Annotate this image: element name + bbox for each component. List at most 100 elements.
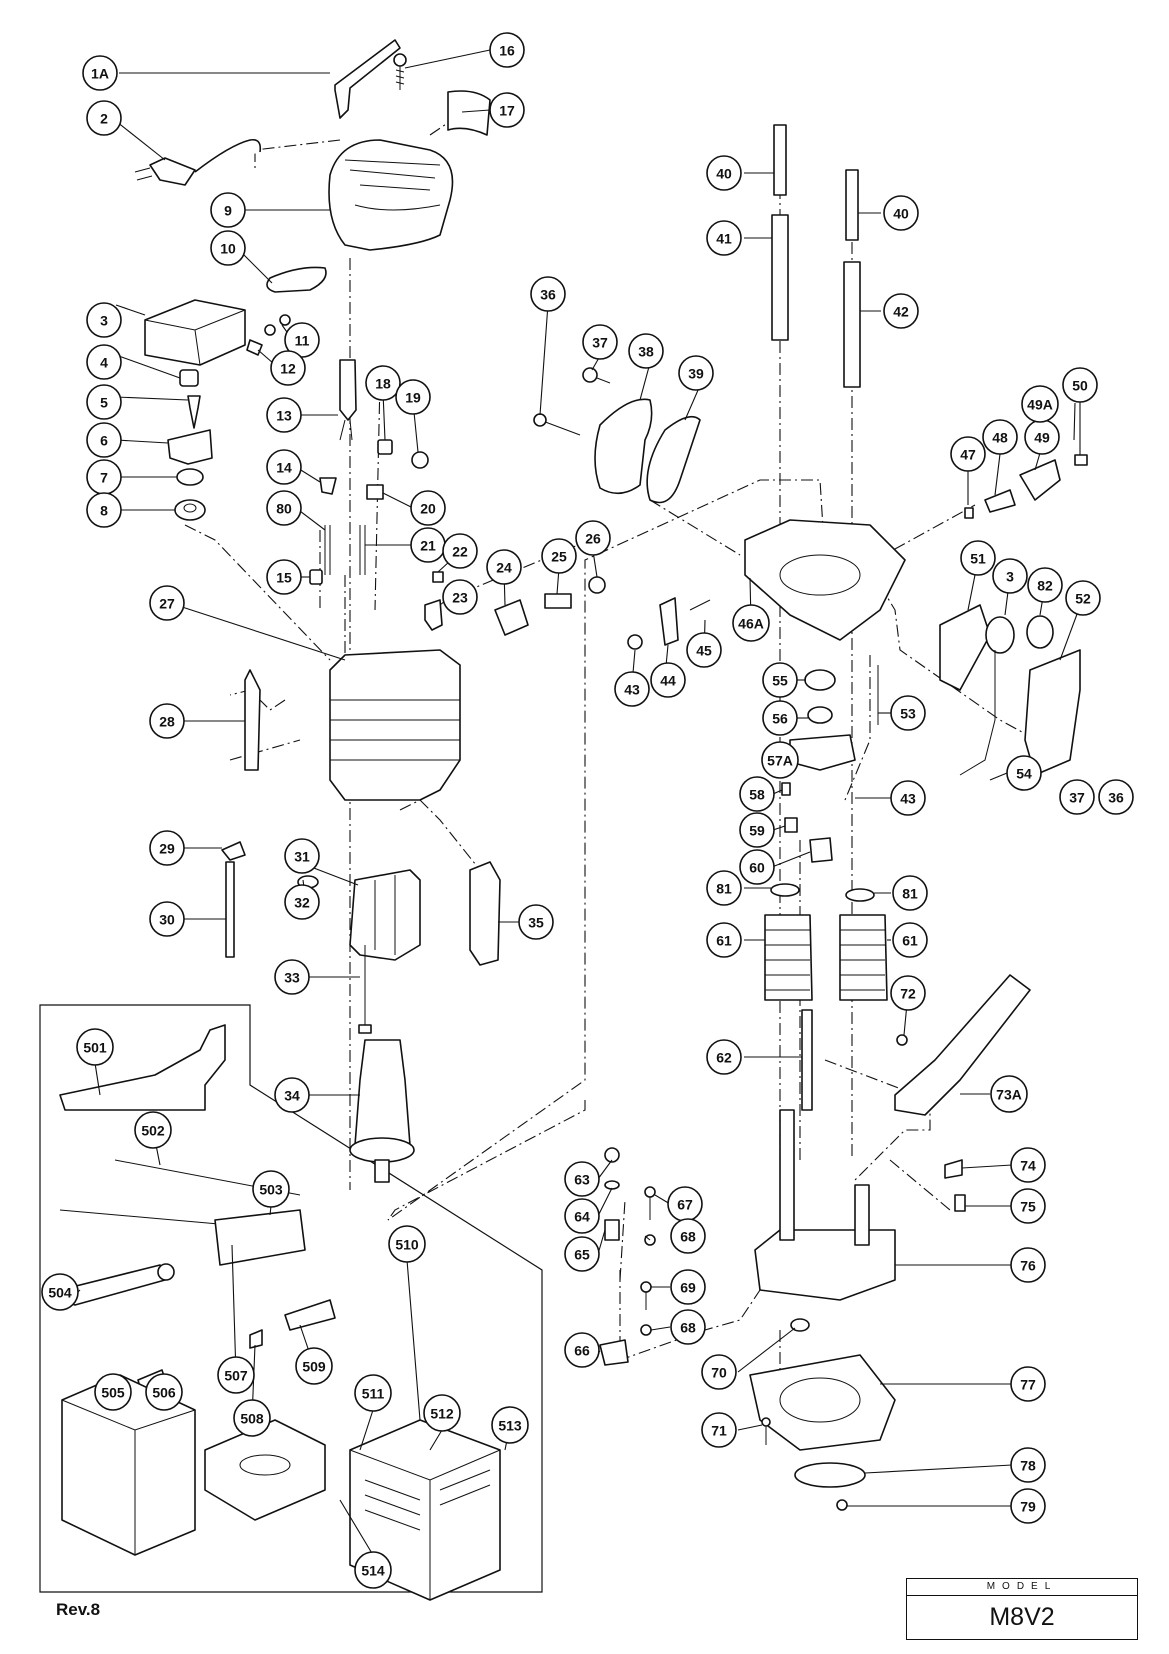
callout-56: 56	[762, 700, 798, 736]
callout-number: 46A	[738, 616, 764, 632]
callout-circle	[564, 1161, 600, 1197]
callout-circle	[270, 350, 306, 386]
callout-number: 82	[1037, 578, 1053, 594]
callout-42: 42	[883, 293, 919, 329]
callout-number: 64	[574, 1209, 590, 1225]
callout-circle	[284, 884, 320, 920]
callout-circle	[442, 579, 478, 615]
callout-circle	[1010, 1488, 1046, 1524]
callout-36: 36	[1098, 779, 1134, 815]
callout-number: 27	[159, 596, 175, 612]
callout-77: 77	[1010, 1366, 1046, 1402]
callout-70: 70	[701, 1354, 737, 1390]
callout-27: 27	[149, 585, 185, 621]
callout-circle	[701, 1354, 737, 1390]
callout-number: 23	[452, 590, 468, 606]
callout-circle	[82, 55, 118, 91]
callout-37: 37	[582, 324, 618, 360]
callout-circle	[86, 422, 122, 458]
callout-number: 73A	[996, 1087, 1022, 1103]
callout-circle	[739, 812, 775, 848]
callout-number: 20	[420, 501, 436, 517]
callout-circle	[1021, 385, 1059, 423]
callout-number: 513	[498, 1418, 522, 1434]
callout-82: 82	[1027, 567, 1063, 603]
callout-circle	[686, 632, 722, 668]
callout-63: 63	[564, 1161, 600, 1197]
callout-number: 12	[280, 361, 296, 377]
callout-number: 40	[716, 166, 732, 182]
callout-number: 74	[1020, 1158, 1036, 1174]
callout-circle	[149, 901, 185, 937]
callout-72: 72	[890, 975, 926, 1011]
callout-6: 6	[86, 422, 122, 458]
callout-11: 11	[284, 322, 320, 358]
callout-number: 510	[395, 1237, 419, 1253]
callout-59: 59	[739, 812, 775, 848]
callout-circle	[992, 558, 1028, 594]
callout-506: 506	[145, 1373, 183, 1411]
callout-circle	[883, 293, 919, 329]
callout-circle	[266, 449, 302, 485]
callout-5: 5	[86, 384, 122, 420]
callout-circle	[990, 1075, 1028, 1113]
callout-512: 512	[423, 1394, 461, 1432]
callout-circle	[650, 662, 686, 698]
callout-number: 49A	[1027, 397, 1053, 413]
callout-circle	[1010, 1147, 1046, 1183]
callout-17: 17	[489, 92, 525, 128]
callout-number: 33	[284, 970, 300, 986]
callout-511: 511	[354, 1374, 392, 1412]
callout-number: 47	[960, 447, 976, 463]
callout-number: 9	[224, 203, 232, 219]
callout-41: 41	[706, 220, 742, 256]
callout-25: 25	[541, 538, 577, 574]
callout-504: 504	[41, 1273, 79, 1311]
callout-81: 81	[892, 875, 928, 911]
callout-circle	[706, 1039, 742, 1075]
callout-number: 39	[688, 366, 704, 382]
callout-68: 68	[670, 1218, 706, 1254]
callout-circle	[1010, 1188, 1046, 1224]
callout-circle	[1059, 779, 1095, 815]
callout-number: 68	[680, 1229, 696, 1245]
callout-number: 61	[902, 933, 918, 949]
callout-circle	[76, 1028, 114, 1066]
callout-number: 29	[159, 841, 175, 857]
callout-number: 50	[1072, 378, 1088, 394]
callout-number: 25	[551, 549, 567, 565]
callout-number: 36	[540, 287, 556, 303]
callout-68: 68	[670, 1309, 706, 1345]
callout-53: 53	[890, 695, 926, 731]
callout-40: 40	[883, 195, 919, 231]
callout-39: 39	[678, 355, 714, 391]
callout-48: 48	[982, 419, 1018, 455]
callout-number: 3	[1006, 569, 1014, 585]
callout-number: 31	[294, 849, 310, 865]
callout-501: 501	[76, 1028, 114, 1066]
callout-49a: 49A	[1021, 385, 1059, 423]
callout-number: 501	[83, 1040, 107, 1056]
callout-65: 65	[564, 1236, 600, 1272]
alignment-lines	[184, 117, 1056, 1445]
callout-circle	[149, 703, 185, 739]
callout-circle	[149, 830, 185, 866]
callout-number: 57A	[767, 753, 793, 769]
callout-circle	[883, 195, 919, 231]
callout-number: 67	[677, 1197, 693, 1213]
callout-36: 36	[530, 276, 566, 312]
callout-circle	[365, 365, 401, 401]
callout-502: 502	[134, 1111, 172, 1149]
callout-circle	[706, 155, 742, 191]
callout-number: 63	[574, 1172, 590, 1188]
callout-number: 28	[159, 714, 175, 730]
callout-circle	[354, 1374, 392, 1412]
callout-number: 36	[1108, 790, 1124, 806]
callout-circle	[982, 419, 1018, 455]
callout-circle	[890, 780, 926, 816]
callout-number: 54	[1016, 766, 1032, 782]
callout-number: 24	[496, 560, 512, 576]
callout-number: 506	[152, 1385, 176, 1401]
